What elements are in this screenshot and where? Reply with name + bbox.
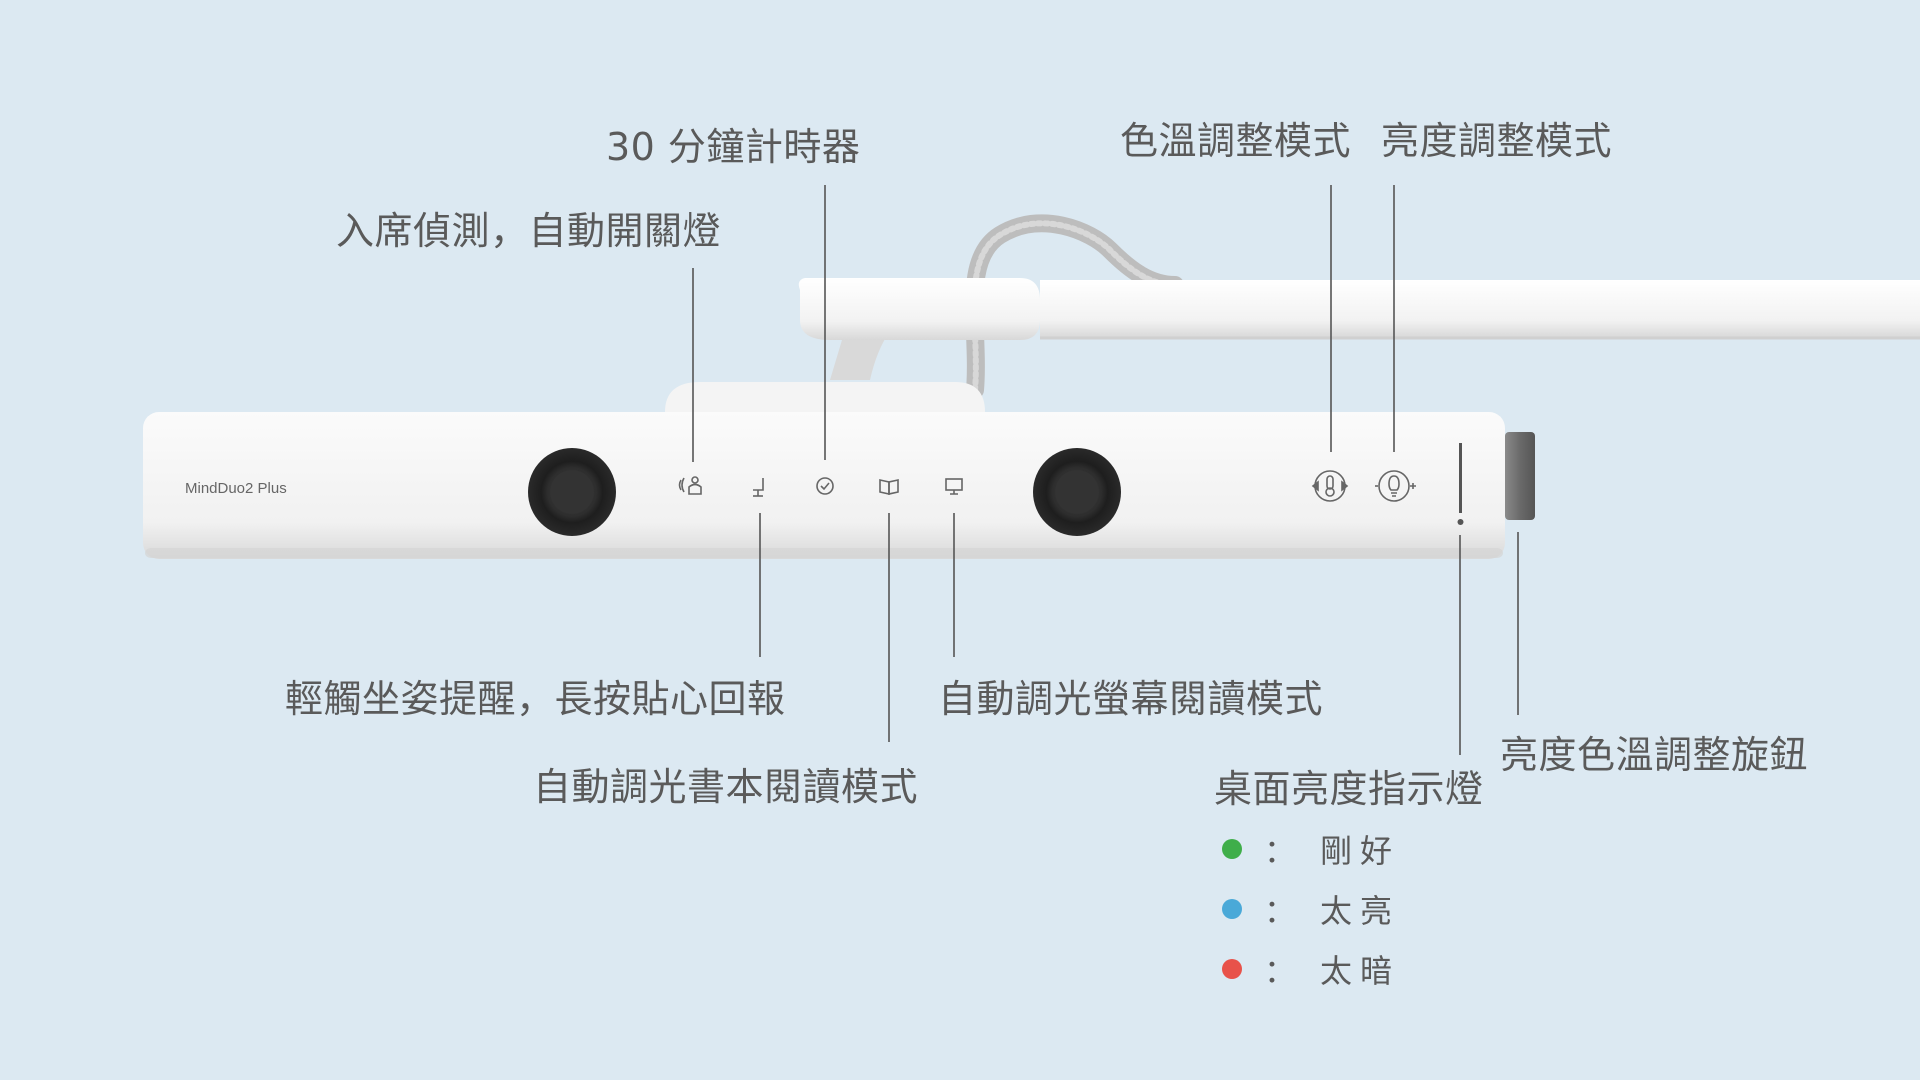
lightbulb-icon xyxy=(1375,470,1416,502)
lamp-base xyxy=(143,412,1505,559)
blue-dot xyxy=(1222,899,1242,919)
color-temp-mode-label: 色溫調整模式 xyxy=(1120,119,1352,163)
legend-text: 太暗 xyxy=(1320,952,1401,990)
legend-row-ok: ： 剛好 xyxy=(1222,826,1400,872)
presence-sensor-icon xyxy=(678,476,702,495)
chair-posture-icon xyxy=(753,478,764,497)
monitor-icon xyxy=(945,478,963,495)
indicator-label: 桌面亮度指示燈 xyxy=(1214,767,1484,811)
thermometer-icon xyxy=(1311,470,1349,502)
timer-label: 30 分鐘計時器 xyxy=(606,125,861,169)
screen-mode-label: 自動調光螢幕閱讀模式 xyxy=(938,677,1324,721)
arm-joint xyxy=(798,278,1040,340)
legend-text: 太亮 xyxy=(1320,892,1401,930)
adjust-knob xyxy=(1505,432,1535,520)
legend-row-bright: ： 太亮 xyxy=(1222,886,1400,932)
book-mode-label: 自動調光書本閱讀模式 xyxy=(533,765,919,809)
leader-lines xyxy=(692,185,1519,755)
legend-colon: ： xyxy=(1264,952,1297,990)
brightness-mode-label: 亮度調整模式 xyxy=(1381,119,1613,163)
legend-row-dark: ： 太暗 xyxy=(1222,946,1400,992)
lamp-arm xyxy=(1040,280,1920,338)
legend-colon: ： xyxy=(1264,892,1297,930)
green-dot xyxy=(1222,839,1242,859)
legend-colon: ： xyxy=(1264,832,1297,870)
red-dot xyxy=(1222,959,1242,979)
open-book-icon xyxy=(879,479,899,495)
legend-text: 剛好 xyxy=(1320,832,1401,870)
brightness-indicator-light xyxy=(1459,443,1462,513)
brand-label: MindDuo2 Plus xyxy=(185,480,287,497)
timer-clock-icon xyxy=(816,477,834,495)
presence-label: 入席偵測，自動開關燈 xyxy=(336,209,722,253)
posture-label: 輕觸坐姿提醒，長按貼心回報 xyxy=(285,677,786,721)
knob-label: 亮度色溫調整旋鈕 xyxy=(1500,733,1809,777)
